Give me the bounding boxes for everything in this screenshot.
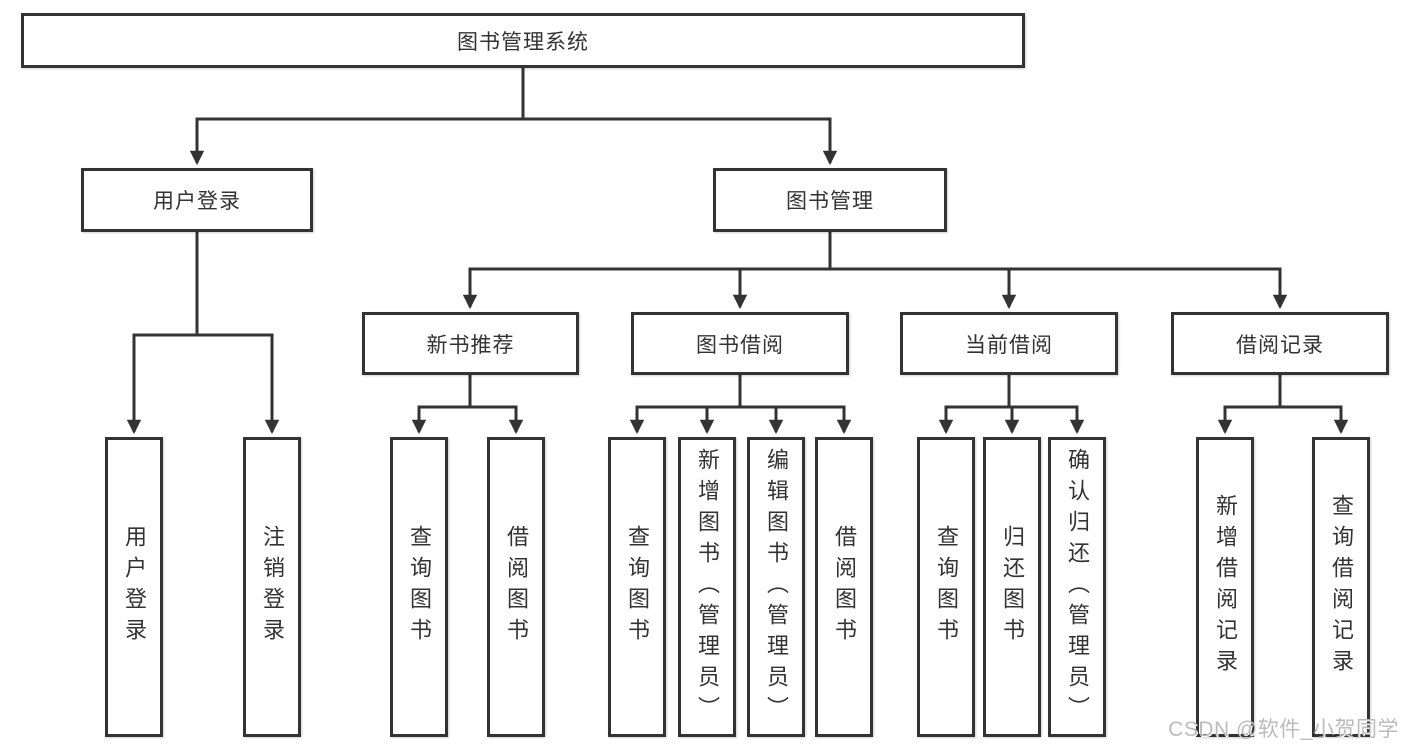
leaf-nbr-query-books: 查询图书	[390, 437, 448, 737]
leaf-label: 新增图书（管理员）	[695, 447, 720, 727]
leaf-label: 用户登录	[122, 525, 147, 649]
node-new-book-recommend: 新书推荐	[362, 312, 579, 375]
leaf-label: 新增借阅记录	[1213, 494, 1238, 680]
leaf-cb-query-books: 查询图书	[917, 437, 975, 737]
leaf-logout: 注销登录	[243, 437, 301, 737]
leaf-bb-add-books-admin: 新增图书（管理员）	[678, 437, 736, 737]
node-label: 图书管理系统	[457, 30, 589, 54]
csdn-watermark: CSDN @软件_小贺同学	[1168, 718, 1399, 741]
node-book-management: 图书管理	[713, 168, 947, 232]
node-book-borrow: 图书借阅	[631, 312, 849, 375]
connector-book-borrow-children	[629, 375, 852, 435]
leaf-br-query-record: 查询借阅记录	[1312, 437, 1370, 737]
node-borrow-records: 借阅记录	[1171, 312, 1389, 375]
node-label: 新书推荐	[426, 333, 515, 357]
leaf-label: 查询图书	[934, 525, 959, 649]
node-label: 借阅记录	[1236, 333, 1324, 357]
node-label: 图书管理	[786, 190, 874, 213]
connector-borrow-records-children	[1217, 375, 1349, 435]
leaf-nbr-borrow-books: 借阅图书	[487, 437, 545, 737]
connector-user-login-children	[126, 232, 280, 435]
leaf-bb-query-books: 查询图书	[608, 437, 666, 737]
leaf-label: 确认归还（管理员）	[1065, 447, 1090, 727]
leaf-label: 借阅图书	[504, 525, 529, 649]
node-current-borrow: 当前借阅	[900, 312, 1118, 375]
leaf-label: 查询借阅记录	[1329, 494, 1354, 680]
leaf-label: 借阅图书	[832, 525, 857, 649]
node-user-login: 用户登录	[81, 168, 313, 232]
leaf-bb-borrow-books: 借阅图书	[815, 437, 873, 737]
leaf-cb-return-books: 归还图书	[983, 437, 1041, 737]
leaf-label: 查询图书	[407, 525, 432, 649]
connector-new-book-recommend-children	[411, 375, 524, 435]
node-library-management-system: 图书管理系统	[21, 13, 1025, 68]
leaf-user-login: 用户登录	[105, 437, 163, 737]
leaf-bb-edit-books-admin: 编辑图书（管理员）	[747, 437, 805, 737]
leaf-label: 编辑图书（管理员）	[764, 447, 789, 727]
connector-current-borrow-children	[938, 375, 1085, 435]
node-label: 图书借阅	[696, 333, 784, 357]
leaf-label: 查询图书	[625, 525, 650, 649]
leaf-label: 归还图书	[1000, 525, 1025, 649]
connector-book-management-children	[462, 232, 1288, 310]
leaf-cb-confirm-return-admin: 确认归还（管理员）	[1048, 437, 1106, 737]
connector-root-to-level2	[189, 68, 838, 166]
leaf-label: 注销登录	[260, 525, 285, 649]
leaf-br-add-record: 新增借阅记录	[1196, 437, 1254, 737]
node-label: 当前借阅	[965, 333, 1053, 357]
node-label: 用户登录	[153, 190, 241, 213]
